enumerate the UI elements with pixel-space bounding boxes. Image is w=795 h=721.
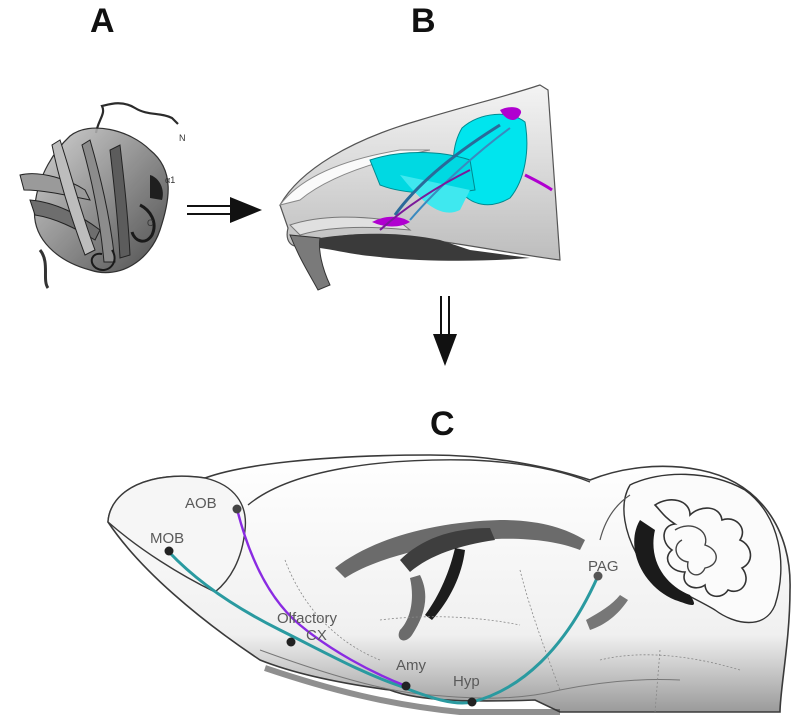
protein-structure [20,103,178,288]
amy-node [402,682,411,691]
hyp-label: Hyp [453,673,480,690]
pag-label: PAG [588,558,619,575]
cx-label: CX [306,627,327,644]
protein-helix-label: α1 [165,175,175,185]
protein-n-terminus-label: N [179,133,186,143]
cortex-node [287,638,296,647]
aob-node [233,505,242,514]
brain-section [108,455,790,712]
hyp-node [468,698,477,707]
arrow-b-to-c [433,296,457,366]
snout-illustration [280,85,560,290]
protein-c-terminus-label: C [147,218,154,228]
mob-node [165,547,174,556]
mob-label: MOB [150,530,184,547]
olfactory-label: Olfactory [277,610,338,627]
amy-label: Amy [396,657,427,674]
aob-label: AOB [185,495,217,512]
arrow-a-to-b [187,197,262,223]
